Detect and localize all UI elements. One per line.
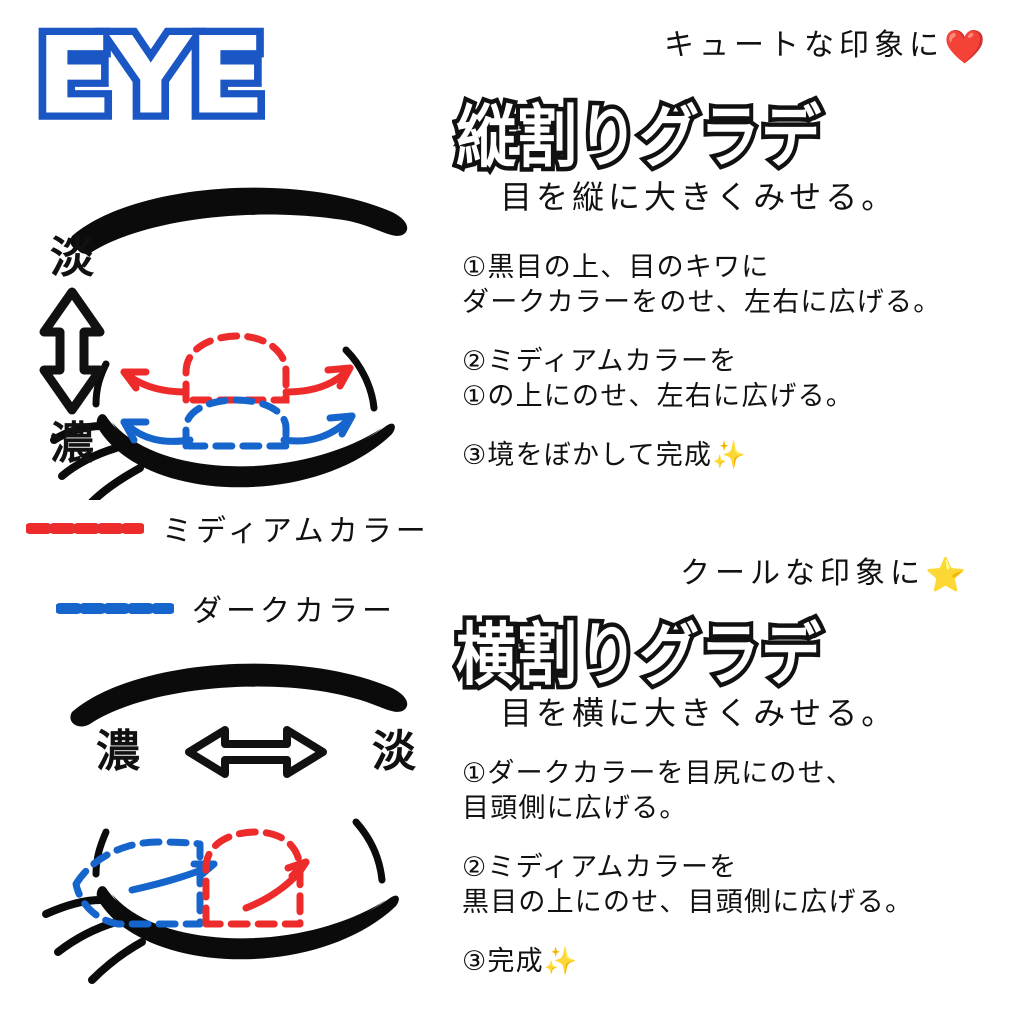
dark-arrowhead-right [326,412,356,438]
eyelash-3 [88,464,144,506]
dashed-red-line-icon [26,522,144,534]
eyelash-3 [88,938,146,984]
lash-line-fill [112,422,382,476]
right-content-column: キュートな印象に❤️ 縦割りグラデ 目を縦に大きくみせる。 ①黒目の上、目のキワ… [452,0,1024,1024]
eyelash-2 [54,918,120,956]
section-1-kicker: キュートな印象に❤️ [664,20,985,67]
section-1-title: 縦割りグラデ [452,93,825,182]
vertical-gradient-eye-diagram [0,160,452,506]
step-item: ①ダークカラーを目尻にのせ、 目頭側に広げる。 [462,756,1024,826]
horizontal-intensity-axis: 濃 淡 [96,724,416,780]
section-1-kicker-text: キュートな印象に [664,28,944,63]
outer-corner-arc [342,346,378,412]
sparkles-icon: ✨ [543,946,578,978]
dark-color-region [182,396,290,450]
step-line: ①ダークカラーを目尻にのせ、 [462,758,855,789]
eyelash-1 [50,422,106,444]
eyelash-1 [42,896,104,918]
lash-line-fill [112,894,386,948]
eye-diagram-svg [50,187,408,506]
step-text: ③完成 [462,946,544,978]
medium-color-region [182,332,290,404]
heart-icon: ❤️ [944,27,986,66]
section-2-title: 横割りグラデ [452,611,825,700]
section-2-kicker: クールな印象に⭐ [680,548,966,595]
section-1-steps: ①黒目の上、目のキワに ダークカラーをのせ、左右に広げる。 ②ミディアムカラーを… [452,250,1024,497]
eye-diagram-svg-2 [42,663,408,984]
eyebrow-shape [70,663,408,727]
inner-corner-arc [92,828,110,878]
step-item: ②ミディアムカラーを 黒目の上にのせ、目頭側に広げる。 [462,850,1024,920]
star-icon: ⭐ [925,555,967,594]
dark-arrowhead-left [120,418,150,444]
medium-arrowhead-right [324,364,354,390]
medium-arrowhead-left [120,368,150,392]
step-line: ③境をぼかして完成✨ [462,438,1024,473]
axis-label-light: 淡 [50,232,94,283]
lash-line [96,886,399,960]
step-line: ①黒目の上、目のキワに [462,252,770,283]
eye-logo: EYE [28,15,273,139]
step-item: ③完成✨ [462,944,1024,979]
outer-corner-arc [352,818,386,884]
legend-label-dark: ダークカラー [192,594,396,629]
legend-item-medium: ミディアムカラー [26,502,430,554]
sparkles-icon: ✨ [712,440,746,472]
dark-color-region [72,838,204,928]
axis-label-dark-h: 濃 [96,726,140,777]
step-line: 目頭側に広げる。 [462,793,688,825]
step-item: ②ミディアムカラーを ①の上にのせ、左右に広げる。 [462,344,1024,414]
step-line: ダークカラーをのせ、左右に広げる。 [462,287,942,319]
step-line: 黒目の上にのせ、目頭側に広げる。 [462,887,914,919]
section-2-kicker-text: クールな印象に [680,556,925,591]
lash-line [96,414,395,488]
double-vertical-arrow-icon [39,287,105,415]
step-text: ③境をぼかして完成 [462,440,713,472]
eyebrow-fill [76,195,398,254]
medium-color-region [202,828,304,928]
step-line: ③完成✨ [462,944,1024,979]
step-line: ①の上にのせ、左右に広げる。 [462,381,855,413]
eyelash-2 [58,444,120,480]
legend-label-medium: ミディアムカラー [162,514,430,549]
color-legend: ミディアムカラー ダークカラー [26,502,430,634]
horizontal-gradient-eye-diagram [0,636,452,990]
step-line: ②ミディアムカラーを [462,852,738,884]
legend-item-dark: ダークカラー [56,582,430,634]
dashed-blue-line-icon [56,602,174,614]
double-horizontal-arrow-icon [185,726,327,778]
step-line: ②ミディアムカラーを [462,346,738,378]
step-item: ③境をぼかして完成✨ [462,438,1024,473]
section-1-subtitle: 目を縦に大きくみせる。 [500,178,898,216]
step-item: ①黒目の上、目のキワに ダークカラーをのせ、左右に広げる。 [462,250,1024,320]
vertical-intensity-axis: 淡 濃 [24,236,120,466]
inner-corner-arc [92,360,110,408]
medium-arrowhead [284,858,310,880]
section-2-subtitle: 目を横に大きくみせる。 [500,694,898,732]
axis-label-light-h: 淡 [372,726,416,777]
section-2-steps: ①ダークカラーを目尻にのせ、 目頭側に広げる。 ②ミディアムカラーを 黒目の上に… [452,756,1024,1003]
axis-label-dark: 濃 [50,418,94,469]
